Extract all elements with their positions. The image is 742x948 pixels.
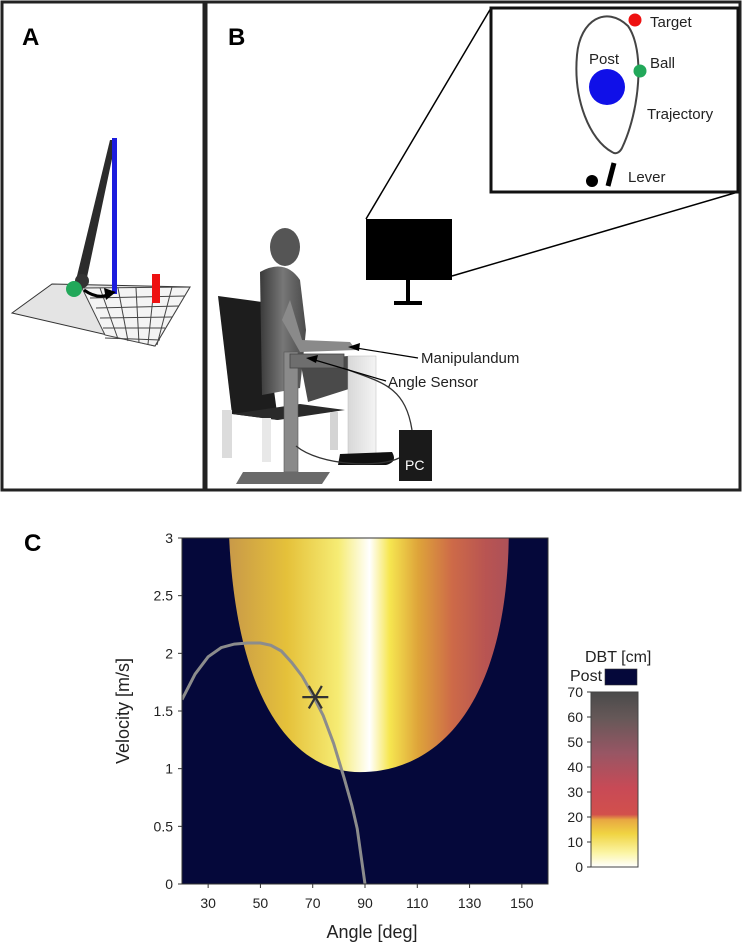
release-marker-stroke [307, 685, 323, 709]
colorbar-gradient [590, 691, 639, 868]
lever-line [605, 162, 617, 187]
x-tick-label: 150 [510, 895, 534, 911]
monitor-base [394, 301, 422, 305]
colorbar: DBT [cm] Post 0 10 20 30 40 50 60 70 [567, 649, 651, 875]
colorbar-tick-label: 20 [567, 809, 583, 825]
y-tick-label: 1.5 [154, 703, 174, 719]
ball-label: Ball [650, 55, 675, 72]
panel-b-letter: B [228, 24, 245, 51]
pc-cable [295, 445, 400, 465]
angle-sensor-arrowhead [306, 355, 318, 363]
panel-b-frame [204, 0, 742, 492]
colorbar-tick-label: 10 [567, 834, 583, 850]
trajectory-curve [182, 641, 367, 884]
zoom-line-bottom [451, 191, 739, 277]
y-tick-label: 3 [165, 530, 173, 546]
target-dot [628, 13, 642, 27]
heatmap-chart: 30 50 70 90 110 130 150 0 0.5 1 1.5 2 2.5 3 Angle [d… [113, 530, 549, 942]
y-tick-label: 1 [165, 761, 173, 777]
x-tick-label: 70 [305, 895, 321, 911]
colorbar-tick-label: 50 [567, 734, 583, 750]
floor-grid [10, 283, 191, 347]
target-label: Target [650, 14, 693, 31]
colorbar-tick-label: 40 [567, 759, 583, 775]
panel-c-letter: C [24, 530, 41, 557]
x-axis: 30 50 70 90 110 130 150 [200, 884, 534, 911]
x-axis-label: Angle [deg] [326, 922, 417, 942]
x-tick-label: 110 [406, 895, 429, 911]
x-tick-label: 30 [200, 895, 216, 911]
y-tick-label: 2.5 [154, 588, 174, 604]
manipulandum-arrowhead [348, 343, 360, 351]
lever-pivot-dot [586, 175, 598, 187]
y-tick-label: 0.5 [154, 818, 174, 834]
y-axis-label: Velocity [m/s] [113, 658, 133, 764]
lever-arm [76, 140, 116, 282]
angle-sensor-pointer [307, 357, 387, 382]
monitor-inset: Target Post Ball Trajectory Lever [489, 6, 740, 194]
colorbar-tick-label: 70 [567, 684, 583, 700]
angle-sensor-label: Angle Sensor [388, 374, 478, 391]
lever-label: Lever [628, 169, 666, 186]
y-axis: 0 0.5 1 1.5 2 2.5 3 [154, 530, 182, 892]
y-tick-label: 0 [165, 876, 173, 892]
pc-label: PC [405, 457, 424, 473]
x-tick-label: 50 [253, 895, 269, 911]
ball-dot [633, 64, 647, 78]
x-tick-label: 90 [357, 895, 373, 911]
pc-box [399, 430, 432, 481]
target-cylinder [152, 274, 160, 303]
panel-a-letter: A [22, 24, 39, 51]
arrow-head [104, 288, 116, 300]
zoom-line-top [365, 7, 492, 220]
colorbar-tick-label: 0 [575, 859, 583, 875]
acceptance-region [229, 538, 509, 773]
post-circle [589, 69, 625, 105]
manipulandum-label: Manipulandum [421, 350, 519, 367]
panel-b: Target Post Ball Trajectory Lever [204, 0, 742, 492]
y-tick-label: 2 [165, 645, 173, 661]
colorbar-ticks: 0 10 20 30 40 50 60 70 [567, 684, 591, 875]
manipulandum-pointer [349, 346, 419, 359]
post-legend-swatch [604, 668, 638, 686]
post-legend-label: Post [570, 668, 603, 685]
panel-a-frame [0, 0, 206, 492]
colorbar-tick-label: 60 [567, 709, 583, 725]
post-label: Post [589, 51, 620, 68]
trajectory-label: Trajectory [647, 106, 714, 123]
monitor-screen [366, 219, 452, 280]
release-marker [302, 685, 329, 709]
post-pole [112, 138, 117, 294]
colorbar-tick-label: 30 [567, 784, 583, 800]
colorbar-title: DBT [cm] [585, 649, 651, 666]
panel-a [0, 0, 206, 492]
ball [66, 281, 82, 297]
x-tick-label: 130 [458, 895, 482, 911]
monitor-stand [406, 280, 410, 302]
